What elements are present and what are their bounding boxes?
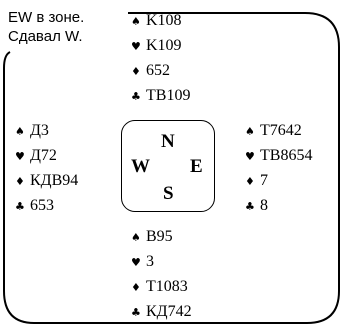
south-clubs: ♣КД742 [131,299,192,324]
east-hearts: ♥TB8654 [245,143,312,168]
spade-icon: ♠ [131,15,141,28]
club-icon: ♣ [131,90,141,103]
west-diamonds: ♦КДВ94 [15,168,78,193]
west-clubs: ♣653 [15,193,78,218]
east-clubs: ♣8 [245,193,312,218]
vulnerability-note: EW в зоне. [8,9,85,26]
spade-icon: ♠ [15,125,25,138]
west-hearts: ♥Д72 [15,143,78,168]
compass-south: S [163,183,174,204]
club-icon: ♣ [131,306,141,319]
diamond-icon: ♦ [131,281,141,294]
compass-north: N [161,131,175,152]
east-spades: ♠T7642 [245,118,312,143]
heart-icon: ♥ [131,256,141,269]
table-border [3,12,340,324]
south-hearts: ♥3 [131,249,192,274]
heart-icon: ♥ [15,150,25,163]
north-hand: ♠K108 ♥K109 ♦652 ♣TB109 [131,8,190,108]
heart-icon: ♥ [245,150,255,163]
east-hand: ♠T7642 ♥TB8654 ♦7 ♣8 [245,118,312,218]
diamond-icon: ♦ [131,65,141,78]
heart-icon: ♥ [131,40,141,53]
west-hand: ♠Д3 ♥Д72 ♦КДВ94 ♣653 [15,118,78,218]
diamond-icon: ♦ [245,175,255,188]
compass-box: N W E S [121,120,215,212]
spade-icon: ♠ [245,125,255,138]
club-icon: ♣ [245,200,255,213]
dealer-note: Сдавал W. [8,28,83,45]
north-hearts: ♥K109 [131,33,190,58]
west-spades: ♠Д3 [15,118,78,143]
diamond-icon: ♦ [15,175,25,188]
east-diamonds: ♦7 [245,168,312,193]
north-spades: ♠K108 [131,8,190,33]
south-diamonds: ♦T1083 [131,274,192,299]
club-icon: ♣ [15,200,25,213]
north-diamonds: ♦652 [131,58,190,83]
south-hand: ♠B95 ♥3 ♦T1083 ♣КД742 [131,224,192,324]
south-spades: ♠B95 [131,224,192,249]
spade-icon: ♠ [131,231,141,244]
north-clubs: ♣TB109 [131,83,190,108]
compass-west: W [131,156,150,177]
compass-east: E [190,156,203,177]
